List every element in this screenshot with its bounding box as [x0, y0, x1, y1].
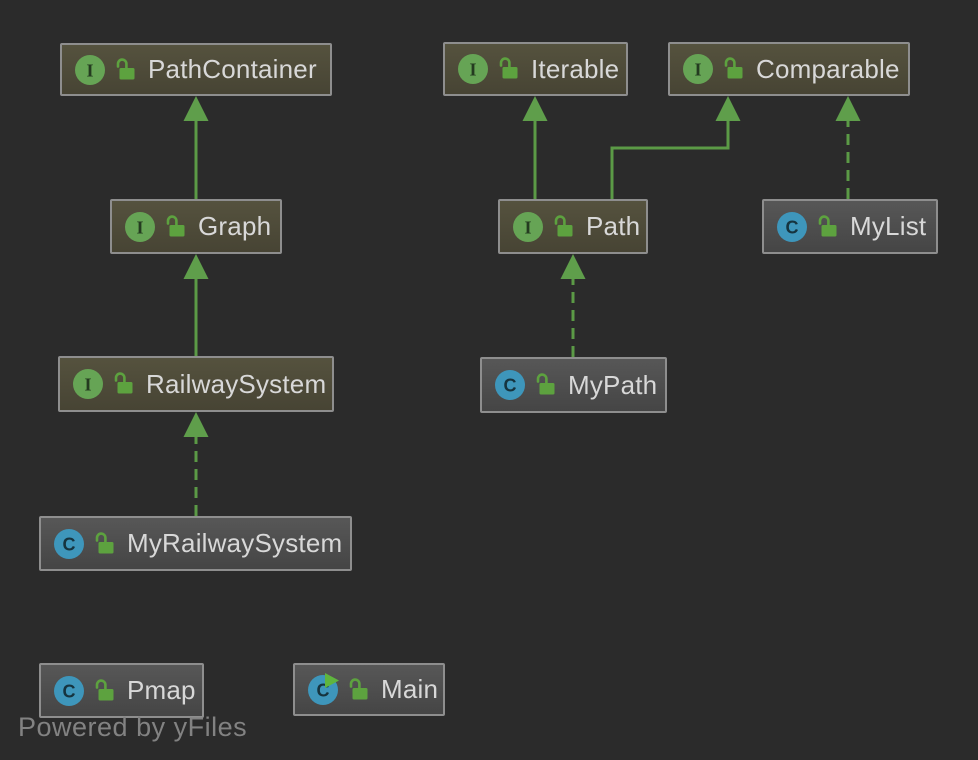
node-label: PathContainer [148, 54, 317, 84]
edge-arrowhead [522, 96, 548, 121]
svg-text:C: C [504, 376, 517, 396]
node-Pmap[interactable]: C Pmap [39, 663, 204, 718]
node-label: MyList [850, 211, 927, 241]
interface-icon: I [683, 54, 713, 84]
svg-text:I: I [84, 375, 91, 395]
unlocked-lock-icon [551, 214, 574, 238]
powered-by-yfiles: Powered by yFiles [18, 712, 248, 742]
class-icon: C [495, 370, 525, 400]
node-label: Iterable [531, 53, 620, 84]
svg-text:C: C [63, 534, 76, 554]
node-label: Graph [198, 211, 272, 241]
unlocked-lock-icon [111, 371, 134, 395]
class-icon: C [54, 675, 84, 706]
interface-icon: I [75, 54, 105, 85]
unlocked-lock-icon [496, 56, 519, 80]
interface-icon: I [458, 54, 488, 84]
node-label: RailwaySystem [146, 368, 327, 399]
interface-icon: I [513, 211, 543, 242]
unlocked-lock-icon [533, 372, 556, 396]
node-Main[interactable]: C Main [293, 663, 445, 716]
node-label: Comparable [756, 53, 900, 84]
edge-arrowhead [183, 254, 209, 279]
edge-Path-to-Comparable [610, 121, 730, 199]
unlocked-lock-icon [163, 214, 186, 238]
unlocked-lock-icon [92, 531, 115, 555]
unlocked-lock-icon [113, 57, 136, 81]
class-icon: C [777, 211, 807, 242]
class-icon: C [54, 528, 84, 559]
svg-text:I: I [524, 217, 531, 237]
node-label: MyPath [568, 369, 658, 400]
unlocked-lock-icon [721, 56, 744, 80]
edge-arrowhead [183, 412, 209, 437]
node-label: MyRailwaySystem [127, 528, 343, 558]
runnable-class-icon: C [308, 672, 339, 705]
svg-text:I: I [136, 217, 143, 237]
node-Graph[interactable]: I Graph [110, 199, 282, 254]
node-label: Main [381, 674, 439, 704]
edge-arrowhead [835, 96, 861, 121]
svg-text:I: I [694, 60, 701, 80]
node-MyList[interactable]: C MyList [762, 199, 938, 254]
node-Comparable[interactable]: I Comparable [668, 42, 910, 96]
node-label: Path [586, 211, 641, 241]
run-play-icon [325, 672, 339, 688]
node-RailwaySystem[interactable]: I RailwaySystem [58, 356, 334, 412]
unlocked-lock-icon [92, 678, 115, 702]
node-Path[interactable]: I Path [498, 199, 648, 254]
edge-arrowhead [715, 96, 741, 121]
interface-icon: I [125, 211, 155, 242]
edge-arrowhead [183, 96, 209, 121]
node-Iterable[interactable]: I Iterable [443, 42, 628, 96]
node-MyRailwaySystem[interactable]: C MyRailwaySystem [39, 516, 352, 571]
svg-text:C: C [786, 217, 799, 237]
node-PathContainer[interactable]: I PathContainer [60, 43, 332, 96]
interface-icon: I [73, 369, 103, 399]
unlocked-lock-icon [346, 677, 369, 701]
edge-arrowhead [560, 254, 586, 279]
svg-text:I: I [86, 60, 93, 80]
svg-text:I: I [469, 60, 476, 80]
unlocked-lock-icon [815, 214, 838, 238]
node-MyPath[interactable]: C MyPath [480, 357, 667, 413]
svg-text:C: C [63, 681, 76, 701]
node-label: Pmap [127, 675, 196, 705]
